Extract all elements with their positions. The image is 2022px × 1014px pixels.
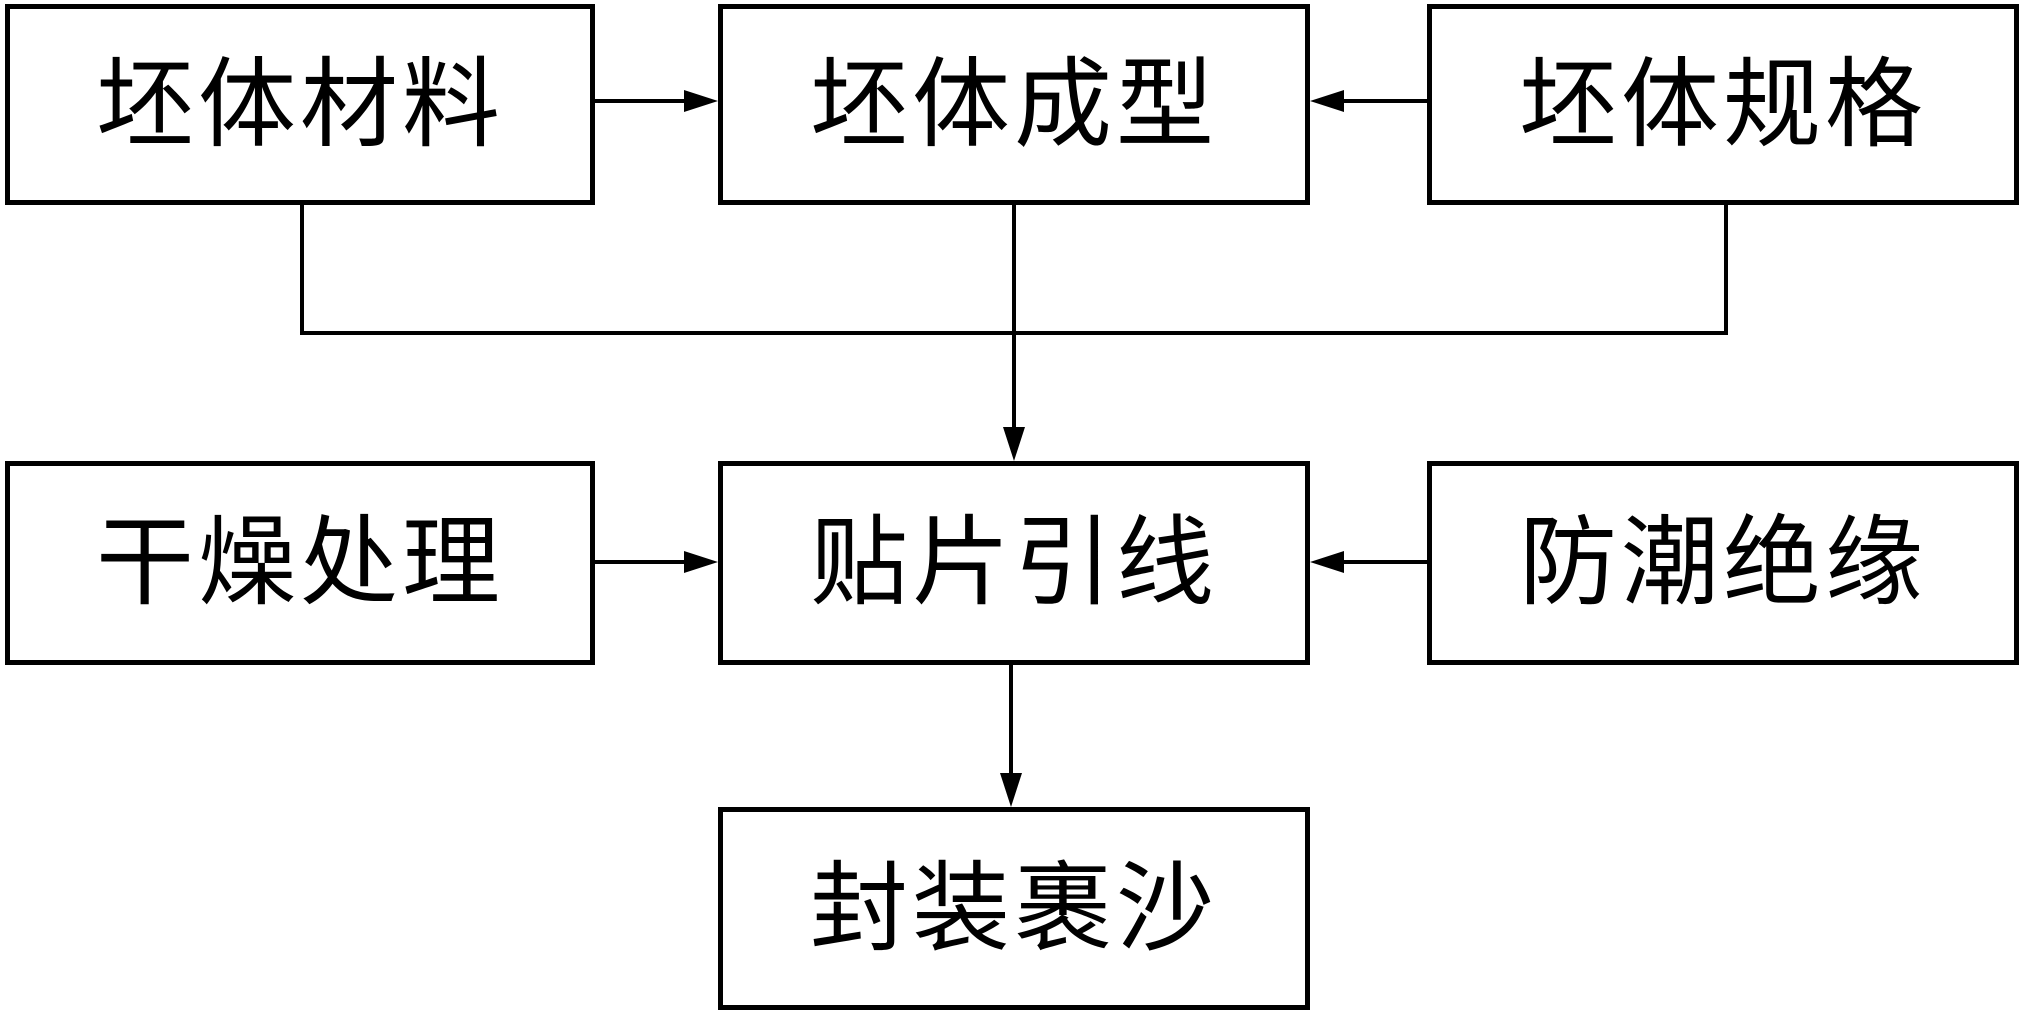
node-spec-label: 坯体规格 <box>1518 47 1927 162</box>
arrowhead-patch-right <box>1310 551 1344 573</box>
node-forming: 坯体成型 <box>718 4 1310 205</box>
node-patch: 贴片引线 <box>718 461 1310 665</box>
arrowhead-patch-top <box>1003 427 1025 461</box>
node-drying: 干燥处理 <box>5 461 595 665</box>
node-moisture-label: 防潮绝缘 <box>1518 506 1927 620</box>
arrowhead-forming-left <box>684 90 718 112</box>
node-patch-label: 贴片引线 <box>809 506 1218 620</box>
node-drying-label: 干燥处理 <box>95 506 504 620</box>
node-material: 坯体材料 <box>5 4 595 205</box>
node-material-label: 坯体材料 <box>95 47 504 162</box>
arrowhead-forming-right <box>1310 90 1344 112</box>
node-package-label: 封装裹沙 <box>809 851 1218 966</box>
node-package: 封装裹沙 <box>718 807 1310 1010</box>
arrowhead-patch-left <box>684 551 718 573</box>
node-moisture: 防潮绝缘 <box>1427 461 2019 665</box>
node-spec: 坯体规格 <box>1427 4 2019 205</box>
arrowhead-package-top <box>1000 773 1022 807</box>
node-forming-label: 坯体成型 <box>809 47 1218 162</box>
